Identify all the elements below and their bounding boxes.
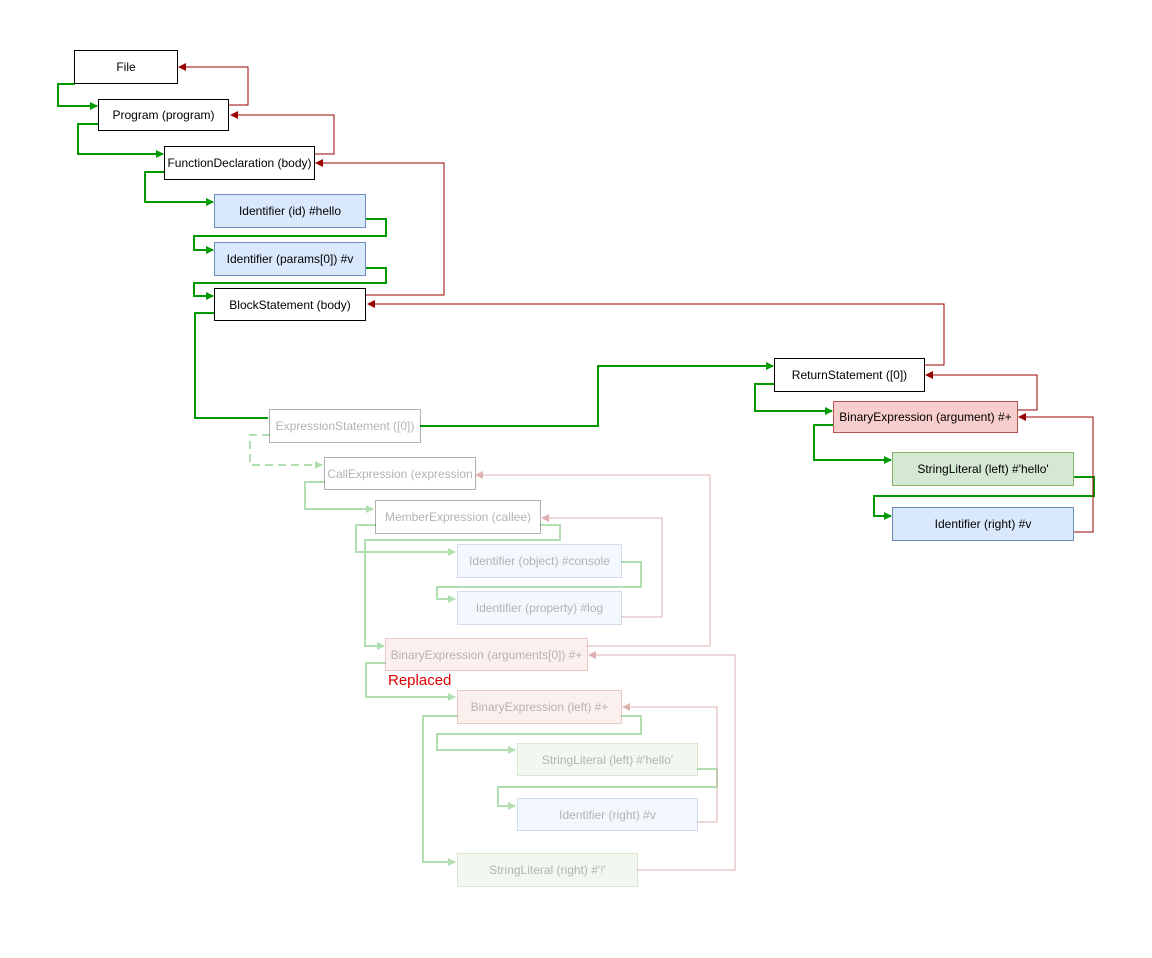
faded-edge-binary-args-to-string-right bbox=[422, 715, 458, 866]
faded-edge-expression-to-call bbox=[249, 434, 323, 469]
edge-identifier-id-to-params bbox=[193, 218, 387, 254]
node-identifier-params: Identifier (params[0]) #v bbox=[214, 242, 366, 276]
node-identifier-right-new: Identifier (right) #v bbox=[892, 507, 1074, 541]
faded-return-identifier-right-to-binary-left bbox=[622, 703, 718, 823]
return-program-to-file bbox=[178, 63, 249, 106]
edge-return-to-binary-argument bbox=[754, 383, 833, 415]
node-identifier-right-old: Identifier (right) #v bbox=[517, 798, 698, 831]
node-string-literal-right: StringLiteral (right) #'!' bbox=[457, 853, 638, 887]
node-binary-expression-argument: BinaryExpression (argument) #+ bbox=[833, 401, 1018, 433]
return-identifier-right-to-binary-argument bbox=[1018, 413, 1094, 533]
edge-function-to-identifier-id bbox=[144, 171, 214, 206]
node-identifier-property: Identifier (property) #log bbox=[457, 591, 622, 625]
return-return-statement-to-block bbox=[367, 300, 945, 366]
node-string-literal-left-old: StringLiteral (left) #'hello' bbox=[517, 743, 698, 776]
return-binary-argument-to-return bbox=[925, 371, 1038, 411]
edge-params-to-block bbox=[193, 267, 387, 300]
node-member-expression: MemberExpression (callee) bbox=[375, 500, 541, 534]
edge-expression-statement-to-return bbox=[420, 362, 774, 427]
faded-return-string-right-to-binary-args bbox=[588, 651, 736, 871]
node-program: Program (program) bbox=[98, 99, 229, 131]
edge-binary-argument-to-string-left bbox=[813, 424, 892, 464]
node-call-expression: CallExpression (expression bbox=[324, 457, 476, 490]
node-function-declaration: FunctionDeclaration (body) bbox=[164, 146, 315, 180]
node-identifier-object: Identifier (object) #console bbox=[457, 544, 622, 578]
node-return-statement: ReturnStatement ([0]) bbox=[774, 358, 925, 392]
return-block-to-function bbox=[315, 159, 445, 296]
faded-edge-member-to-object bbox=[355, 524, 456, 556]
node-identifier-id: Identifier (id) #hello bbox=[214, 194, 366, 228]
node-binary-expression-arguments: BinaryExpression (arguments[0]) #+ bbox=[385, 638, 588, 671]
node-string-literal-left-new: StringLiteral (left) #'hello' bbox=[892, 452, 1074, 486]
faded-edge-call-to-member bbox=[304, 481, 374, 513]
faded-return-property-to-member bbox=[541, 514, 663, 618]
faded-return-binary-args-to-call bbox=[475, 471, 711, 647]
return-function-to-program bbox=[230, 111, 335, 155]
edge-file-to-program bbox=[57, 83, 98, 110]
faded-edge-binary-args-to-binary-left bbox=[365, 662, 456, 701]
faded-edge-object-to-property bbox=[436, 561, 642, 603]
faded-edge-member-to-binary-args bbox=[364, 524, 561, 650]
replaced-annotation: Replaced bbox=[388, 672, 452, 689]
node-binary-expression-left: BinaryExpression (left) #+ bbox=[457, 690, 622, 724]
faded-edge-string-left-to-identifier-right bbox=[497, 768, 718, 810]
edge-block-to-expression-statement bbox=[194, 312, 268, 419]
node-file: File bbox=[74, 50, 178, 84]
edge-string-left-to-identifier-right bbox=[873, 476, 1095, 520]
node-block-statement: BlockStatement (body) bbox=[214, 288, 366, 321]
edge-program-to-function bbox=[77, 123, 164, 158]
faded-edge-binary-left-to-string-left bbox=[436, 715, 642, 754]
node-expression-statement: ExpressionStatement ([0]) bbox=[269, 409, 421, 443]
